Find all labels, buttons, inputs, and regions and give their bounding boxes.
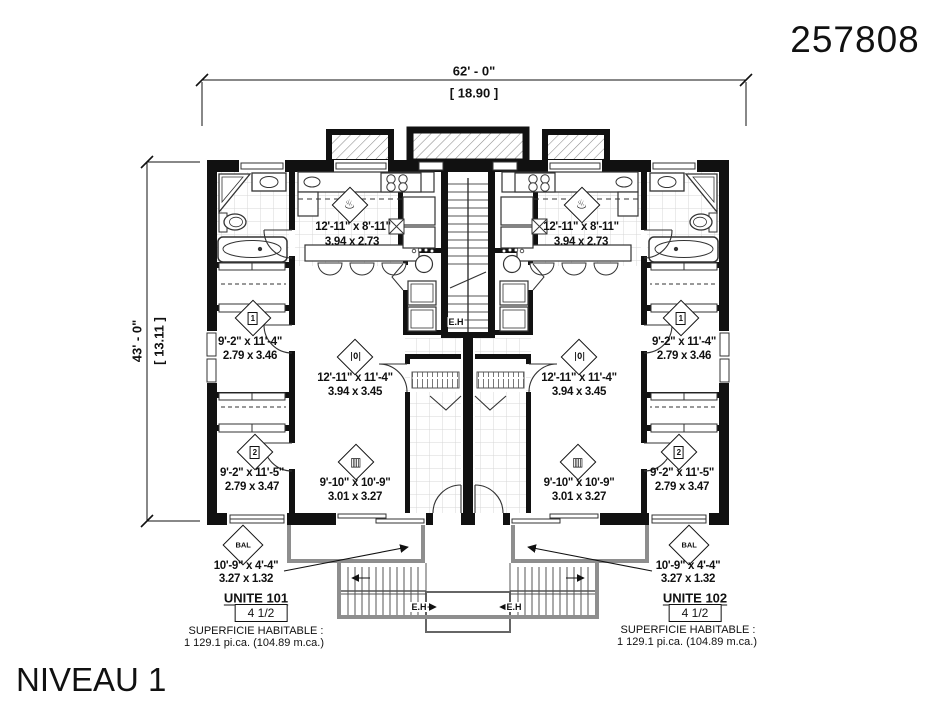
bedroom2-dim-metric: 2.79 x 3.47 [224, 481, 280, 493]
kitchen-dim-metric: 3.94 x 2.73 [553, 236, 609, 248]
unit-102-area-label: SUPERFICIE HABITABLE : [620, 624, 756, 636]
stair-label: E.H [447, 317, 465, 327]
kitchen-dim-metric: 3.94 x 2.73 [324, 236, 380, 248]
dimension-lines [140, 73, 753, 528]
kitchen-dim-imperial: 12'-11" x 8'-11" [543, 221, 619, 233]
unit-102-area-value: 1 129.1 pi.ca. (104.89 m.ca.) [616, 636, 758, 648]
bedroom2-dim-imperial: 9'-2" x 11'-5" [220, 467, 284, 479]
living-dim-metric: 3.94 x 3.45 [327, 386, 383, 398]
balcony-dim-imperial: 10'-9" x 4'-4" [655, 560, 721, 572]
overall-width-metric: [ 18.90 ] [449, 85, 499, 101]
bedroom1-dim-imperial: 9'-2" x 11'-4" [218, 336, 282, 348]
roof-bumpouts [326, 126, 610, 166]
stair-label: E.H [505, 602, 523, 612]
bedroom1-dim-metric: 2.79 x 3.46 [656, 350, 712, 362]
living-dim-imperial: 12'-11" x 11'-4" [541, 372, 617, 384]
balcony-dim-metric: 3.27 x 1.32 [218, 573, 274, 585]
kitchen-dim-imperial: 12'-11" x 8'-11" [315, 221, 391, 233]
unit-101-graphics [205, 160, 469, 619]
bedroom1-dim-metric: 2.79 x 3.46 [222, 350, 278, 362]
bedroom2-dim-metric: 2.79 x 3.47 [654, 481, 710, 493]
dining-dim-metric: 3.01 x 3.27 [327, 491, 383, 503]
overall-width-imperial: 62' - 0" [452, 63, 496, 79]
unit-101-type-badge: 4 1/2 [234, 604, 288, 622]
bedroom2-dim-imperial: 9'-2" x 11'-5" [650, 467, 714, 479]
unit-101-area-label: SUPERFICIE HABITABLE : [188, 625, 324, 637]
unit-102-type-badge: 4 1/2 [668, 604, 722, 622]
unit-101-area-value: 1 129.1 pi.ca. (104.89 m.ca.) [183, 637, 325, 649]
living-dim-imperial: 12'-11" x 11'-4" [317, 372, 393, 384]
level-title: NIVEAU 1 [16, 661, 167, 698]
overall-height-imperial: 43' - 0" [129, 319, 145, 363]
balcony-dim-metric: 3.27 x 1.32 [660, 573, 716, 585]
balcony-dim-imperial: 10'-9" x 4'-4" [213, 560, 279, 572]
dining-dim-metric: 3.01 x 3.27 [551, 491, 607, 503]
dining-dim-imperial: 9'-10" x 10'-9" [319, 477, 391, 489]
unit-102-name: UNITE 102 [662, 590, 728, 606]
interior-stair [441, 172, 495, 515]
plan-number: 257808 [790, 19, 920, 60]
stair-label: E.H [410, 602, 428, 612]
unit-101-name: UNITE 101 [223, 590, 289, 606]
overall-height-metric: [ 13.11 ] [151, 317, 167, 365]
living-dim-metric: 3.94 x 3.45 [551, 386, 607, 398]
dining-dim-imperial: 9'-10" x 10'-9" [543, 477, 615, 489]
porch-platform [425, 591, 511, 633]
bedroom1-dim-imperial: 9'-2" x 11'-4" [652, 336, 716, 348]
